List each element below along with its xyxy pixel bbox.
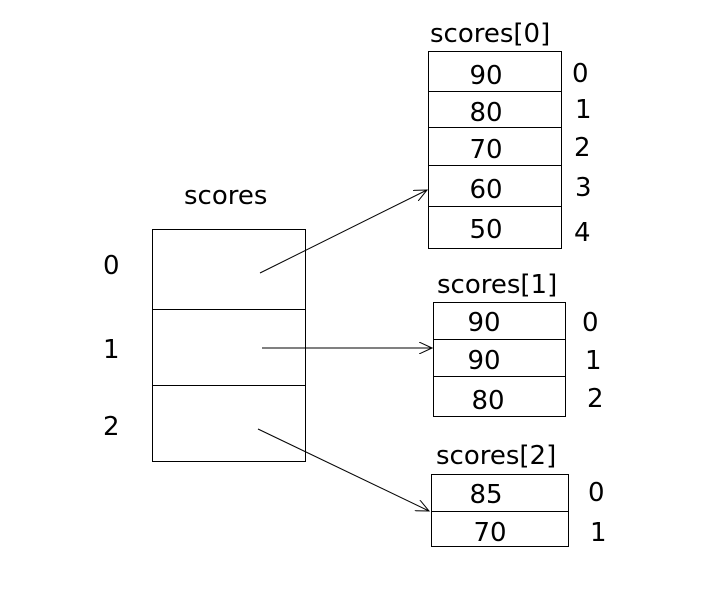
scores1-cell-2: 80 <box>471 386 505 416</box>
scores1-title: scores[1] <box>437 270 558 300</box>
scores0-index-1: 1 <box>575 95 592 125</box>
scores-row-divider <box>153 385 306 386</box>
scores1-cell-0: 90 <box>467 308 501 338</box>
scores0-index-2: 2 <box>574 133 591 163</box>
scores-index-2: 2 <box>103 412 120 442</box>
scores0-row-divider <box>428 206 562 207</box>
scores1-row-divider <box>433 339 566 340</box>
scores0-cell-4: 50 <box>469 215 503 245</box>
scores-title: scores <box>184 181 268 211</box>
scores2-cell-0: 85 <box>469 480 503 510</box>
scores0-row-divider <box>428 91 562 92</box>
scores2-array-box <box>431 474 569 547</box>
scores0-row-divider <box>428 127 562 128</box>
scores0-index-4: 4 <box>574 218 591 248</box>
scores-array-box <box>152 229 306 462</box>
scores0-cell-2: 70 <box>469 135 503 165</box>
scores0-cell-1: 80 <box>469 98 503 128</box>
scores1-index-1: 1 <box>585 346 602 376</box>
scores-index-1: 1 <box>103 335 120 365</box>
scores0-row-divider <box>428 165 562 166</box>
scores1-row-divider <box>433 376 566 377</box>
scores2-cell-1: 70 <box>473 518 507 548</box>
scores0-array-box <box>428 51 562 249</box>
scores0-cell-0: 90 <box>469 61 503 91</box>
scores0-cell-3: 60 <box>469 175 503 205</box>
scores2-title: scores[2] <box>436 441 557 471</box>
scores1-cell-1: 90 <box>467 346 501 376</box>
scores-index-0: 0 <box>103 251 120 281</box>
scores-row-divider <box>153 309 306 310</box>
scores0-index-0: 0 <box>572 59 589 89</box>
scores2-index-1: 1 <box>590 518 607 548</box>
scores0-title: scores[0] <box>430 19 551 49</box>
scores1-index-0: 0 <box>582 308 599 338</box>
scores1-index-2: 2 <box>587 384 604 414</box>
scores2-row-divider <box>431 511 569 512</box>
scores2-index-0: 0 <box>588 478 605 508</box>
scores1-array-box <box>433 302 566 417</box>
scores0-index-3: 3 <box>575 173 592 203</box>
